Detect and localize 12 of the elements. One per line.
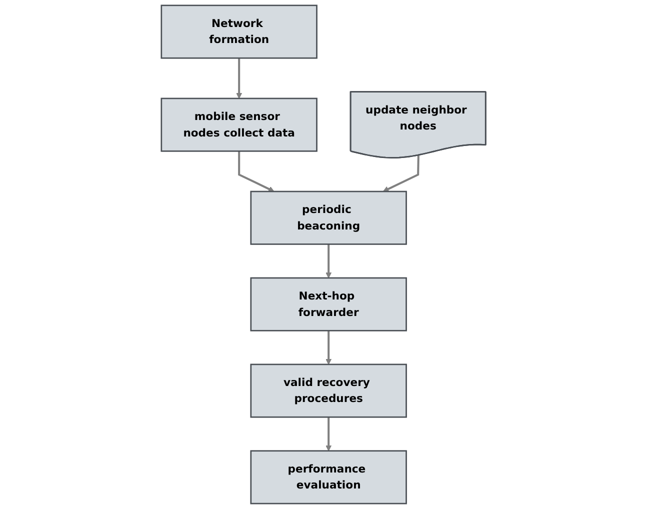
arrow (326, 330, 332, 365)
node-box: mobile sensor nodes collect data (161, 98, 318, 152)
arrow (326, 417, 332, 452)
node-box: valid recovery procedures (250, 364, 408, 418)
node-box: Network formation (161, 4, 318, 59)
arrow (326, 244, 332, 278)
node-box: periodic beaconing (250, 190, 408, 245)
arrow (236, 58, 243, 99)
node-box: Next-hop forwarder (250, 277, 408, 332)
node-box: performance evaluation (250, 450, 408, 504)
arrow (238, 151, 275, 192)
arrow (383, 155, 420, 192)
